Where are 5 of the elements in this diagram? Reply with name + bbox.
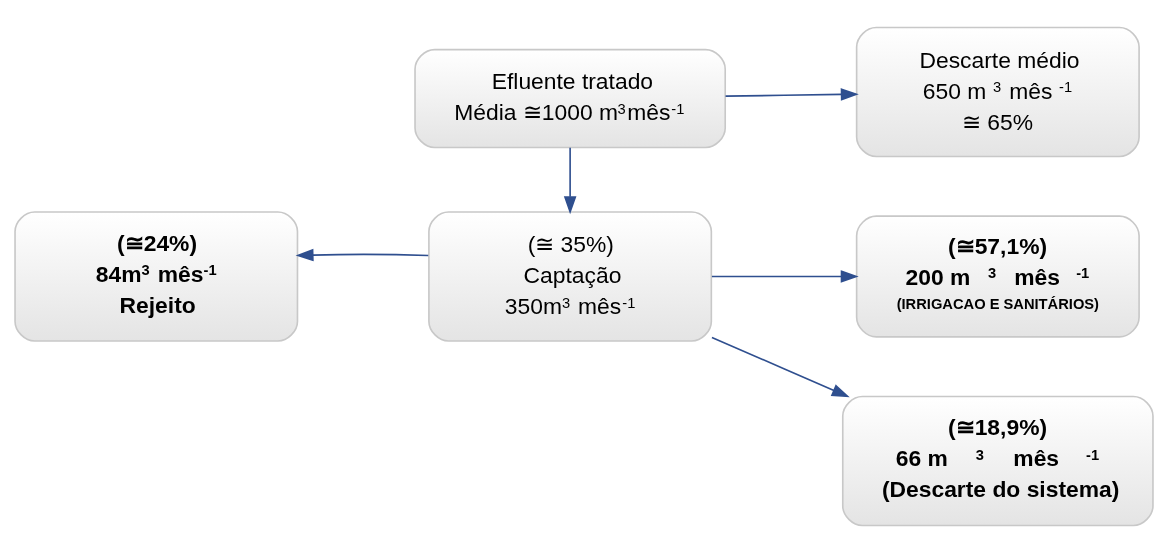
arrow (563, 146, 577, 214)
arrow (711, 269, 859, 283)
arrow (295, 248, 430, 261)
arrow (711, 336, 850, 397)
arrow (724, 87, 859, 101)
